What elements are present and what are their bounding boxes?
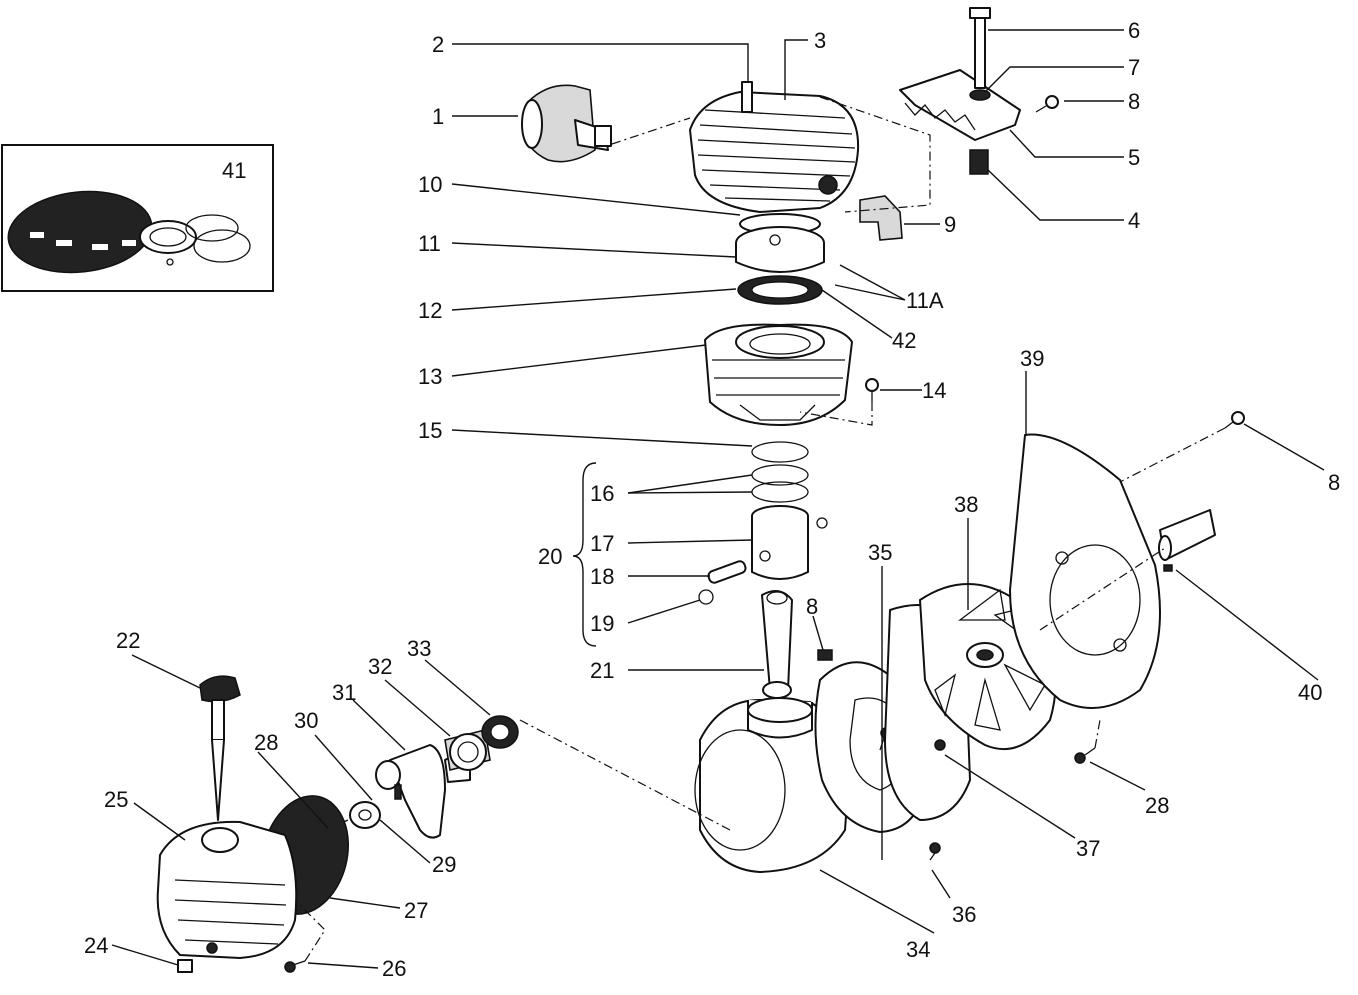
label-part-8-top: 8 bbox=[1128, 89, 1140, 114]
label-part-4: 4 bbox=[1128, 208, 1140, 233]
label-part-11: 11 bbox=[418, 231, 441, 256]
oil-seal bbox=[481, 715, 519, 749]
crankcase bbox=[694, 697, 851, 873]
label-part-11a: 11A bbox=[906, 288, 944, 313]
label-part-29: 29 bbox=[432, 852, 456, 877]
label-part-5: 5 bbox=[1128, 145, 1140, 170]
label-part-2: 2 bbox=[432, 32, 444, 57]
label-part-8-right: 8 bbox=[1328, 470, 1340, 495]
label-part-19: 19 bbox=[590, 611, 614, 636]
label-part-18: 18 bbox=[590, 564, 614, 589]
valve-plate bbox=[735, 226, 825, 273]
elbow-fitting bbox=[859, 195, 903, 241]
label-part-21: 21 bbox=[590, 658, 614, 683]
label-part-7: 7 bbox=[1128, 55, 1140, 80]
thrust-washer bbox=[349, 801, 381, 829]
piston-ring-top bbox=[751, 441, 809, 463]
label-part-22: 22 bbox=[116, 628, 140, 653]
label-part-30: 30 bbox=[294, 708, 318, 733]
label-part-42: 42 bbox=[892, 328, 916, 353]
label-part-28-left: 28 bbox=[254, 730, 278, 755]
inset-gasket-ring bbox=[139, 220, 197, 254]
leader-lines bbox=[111, 29, 1325, 969]
wrist-pin bbox=[707, 560, 747, 584]
needle-bearing bbox=[444, 729, 491, 771]
dipstick bbox=[199, 675, 241, 821]
label-part-20: 20 bbox=[538, 544, 562, 569]
label-part-16: 16 bbox=[590, 481, 614, 506]
label-part-39: 39 bbox=[1020, 346, 1044, 371]
mounting-bracket bbox=[899, 7, 1021, 175]
cylinder-screw bbox=[865, 378, 879, 402]
label-part-36: 36 bbox=[952, 902, 976, 927]
cover-screw-26 bbox=[284, 960, 306, 973]
label-part-3: 3 bbox=[814, 28, 826, 53]
cylinder-head bbox=[689, 81, 860, 213]
label-part-27: 27 bbox=[404, 898, 428, 923]
label-part-32: 32 bbox=[368, 654, 392, 679]
label-part-13: 13 bbox=[418, 364, 442, 389]
label-part-33: 33 bbox=[407, 636, 431, 661]
fan-shroud bbox=[1009, 433, 1161, 709]
label-part-35: 35 bbox=[868, 540, 892, 565]
pin-clip bbox=[698, 589, 714, 605]
inset-o-ring-1 bbox=[185, 214, 239, 242]
label-part-8-mid: 8 bbox=[806, 594, 818, 619]
label-part-9: 9 bbox=[944, 212, 956, 237]
label-part-10: 10 bbox=[418, 172, 442, 197]
label-part-41: 41 bbox=[222, 158, 246, 183]
label-part-31: 31 bbox=[332, 680, 356, 705]
air-filter bbox=[521, 84, 612, 163]
shroud-screw bbox=[1224, 411, 1245, 429]
label-part-15: 15 bbox=[418, 418, 442, 443]
inset-kit-box bbox=[1, 144, 274, 292]
cylinder bbox=[704, 323, 853, 426]
label-part-6: 6 bbox=[1128, 18, 1140, 43]
piston bbox=[751, 505, 809, 580]
label-part-40: 40 bbox=[1298, 680, 1322, 705]
label-part-17: 17 bbox=[590, 531, 614, 556]
cover-screw bbox=[817, 649, 833, 661]
label-part-12: 12 bbox=[418, 298, 442, 323]
label-part-26: 26 bbox=[382, 956, 406, 981]
bracket-screw bbox=[1035, 95, 1059, 113]
part-number-labels: 1 2 3 6 7 8 5 4 9 41 10 11 11A 12 42 13 … bbox=[84, 18, 1340, 981]
shroud-bottom-screw bbox=[1074, 747, 1096, 764]
label-part-37: 37 bbox=[1076, 836, 1100, 861]
label-part-34: 34 bbox=[906, 937, 930, 962]
inset-o-ring-2 bbox=[193, 229, 251, 263]
label-part-28-right: 28 bbox=[1145, 793, 1169, 818]
label-part-25: 25 bbox=[104, 787, 128, 812]
label-part-24: 24 bbox=[84, 933, 108, 958]
drain-plug bbox=[177, 959, 193, 973]
crankcase-side-cover bbox=[156, 820, 298, 959]
label-part-1: 1 bbox=[432, 104, 444, 129]
label-part-14: 14 bbox=[922, 378, 946, 403]
motor-shaft bbox=[1158, 509, 1216, 572]
label-part-38: 38 bbox=[954, 492, 978, 517]
connecting-rod bbox=[761, 590, 793, 699]
